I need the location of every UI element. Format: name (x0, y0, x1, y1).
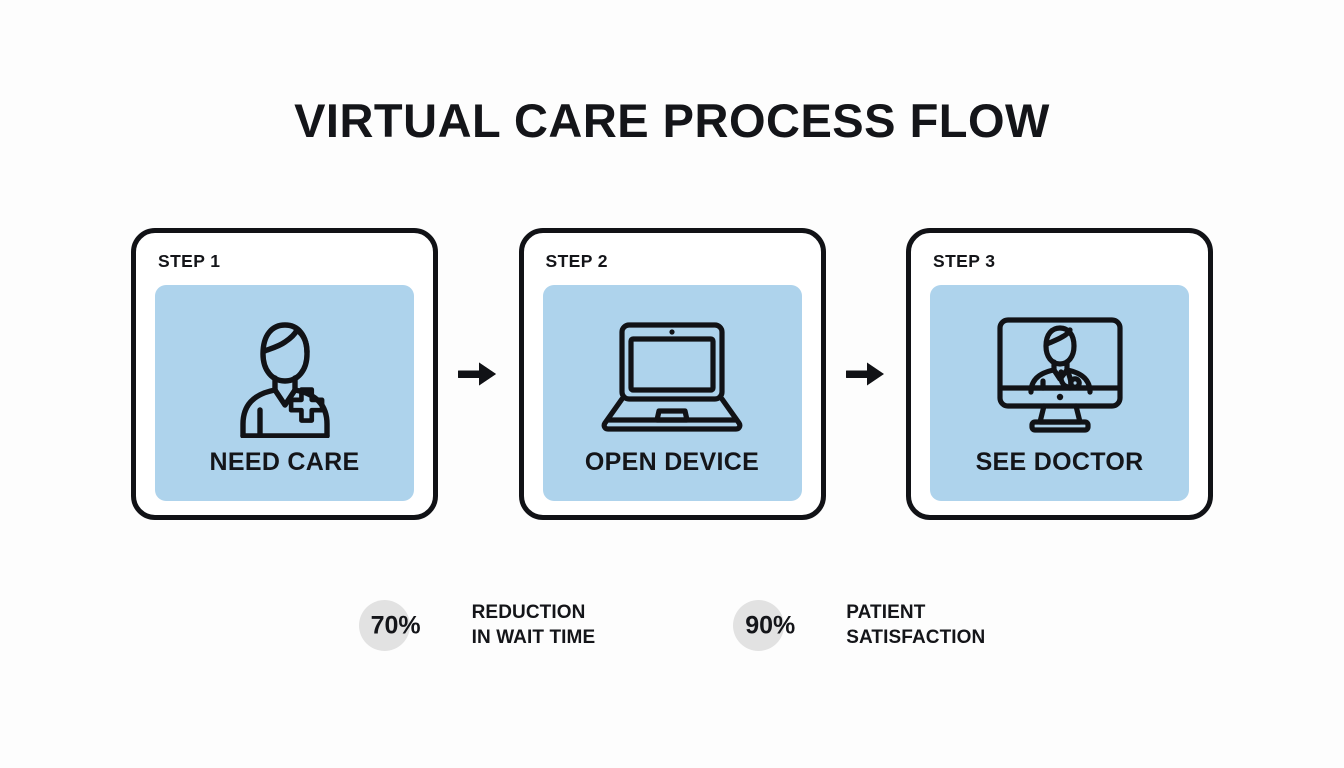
step-1-label: NEED CARE (209, 448, 360, 476)
doctor-on-monitor-icon (940, 299, 1179, 451)
patient-with-medical-cross-icon (165, 299, 404, 451)
stat-circle-2 (733, 600, 785, 651)
step-1-panel: NEED CARE (155, 284, 414, 501)
process-flow-row: STEP 1 (131, 228, 1213, 520)
step-2-label: OPEN DEVICE (584, 448, 760, 476)
stat-item-satisfaction: 90% PATIENT SATISFACTION (733, 600, 985, 651)
step-card-1[interactable]: STEP 1 (131, 228, 438, 520)
stat-value-2: 90% (745, 611, 796, 639)
step-3-label: SEE DOCTOR (975, 448, 1144, 476)
stat-circle-1 (358, 600, 410, 651)
stat-value-1: 70% (370, 611, 421, 639)
stat-text-1: REDUCTION IN WAIT TIME (471, 602, 596, 648)
page-title: VIRTUAL CARE PROCESS FLOW (294, 94, 1050, 147)
step-3-panel: SEE DOCTOR (930, 284, 1189, 501)
stat-text-2: PATIENT SATISFACTION (846, 602, 986, 648)
stats-row: 70% REDUCTION IN WAIT TIME 90% PATIENT S… (0, 600, 1344, 651)
laptop-icon (553, 299, 792, 451)
step-3-eyebrow: STEP 3 (933, 251, 996, 271)
stat-item-reduction: 70% REDUCTION IN WAIT TIME (358, 600, 596, 651)
step-card-2[interactable]: STEP 2 OPEN DEVICE (518, 228, 826, 520)
step-1-eyebrow: STEP 1 (158, 251, 221, 271)
step-2-eyebrow: STEP 2 (545, 251, 608, 271)
step-2-panel: OPEN DEVICE (542, 284, 802, 501)
step-card-3[interactable]: STEP 3 (906, 228, 1213, 520)
arrow-right-icon-1 (455, 357, 501, 391)
arrow-right-icon-2 (843, 357, 889, 391)
